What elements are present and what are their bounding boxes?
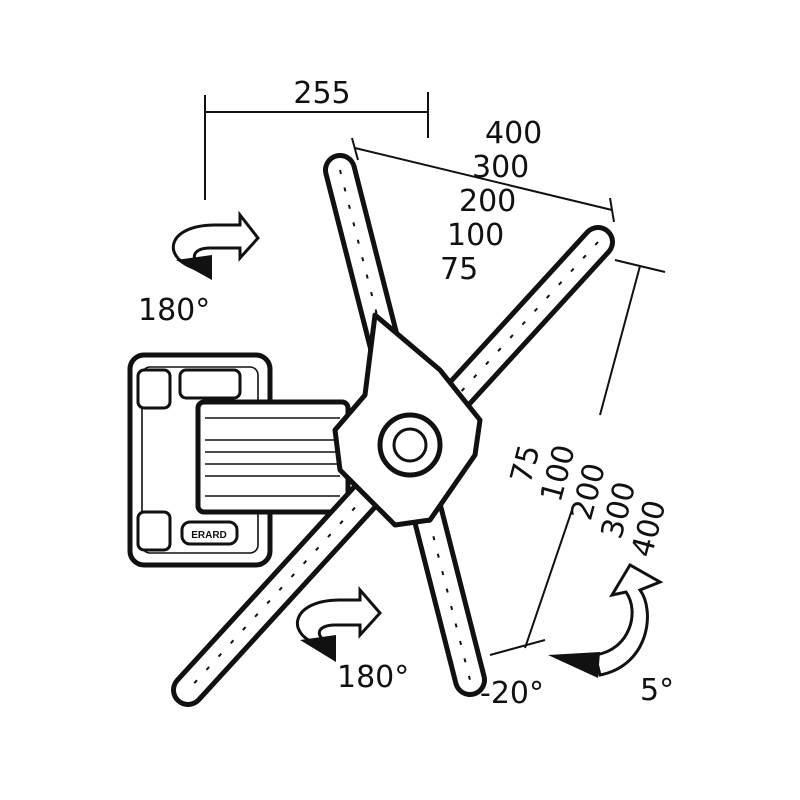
vesa-h-100: 100: [447, 218, 504, 253]
dimension-vesa-vertical: 75 100 200 300 400: [489, 259, 674, 656]
vesa-h-75: 75: [440, 252, 478, 287]
dimension-255-label: 255: [293, 76, 350, 111]
rotation-arm-label: 180°: [337, 660, 409, 695]
rotation-arm: 180°: [295, 585, 409, 695]
vesa-h-200: 200: [459, 184, 516, 219]
rotation-wall: 180°: [138, 210, 260, 328]
vesa-h-400: 400: [485, 116, 542, 151]
tilt-indicator: -20° 5°: [480, 562, 674, 711]
vesa-bracket: [171, 153, 615, 707]
vesa-h-300: 300: [472, 150, 529, 185]
swing-arm: [195, 399, 351, 515]
dimension-255: 255: [204, 76, 429, 200]
rotation-wall-label: 180°: [138, 293, 210, 328]
dimension-vesa-horizontal: 400 300 200 100 75: [351, 116, 615, 287]
brand-badge: [180, 520, 239, 546]
tilt-up-label: 5°: [640, 673, 674, 708]
tilt-down-label: -20°: [480, 676, 544, 711]
brand-logo: ERARD: [191, 530, 227, 541]
